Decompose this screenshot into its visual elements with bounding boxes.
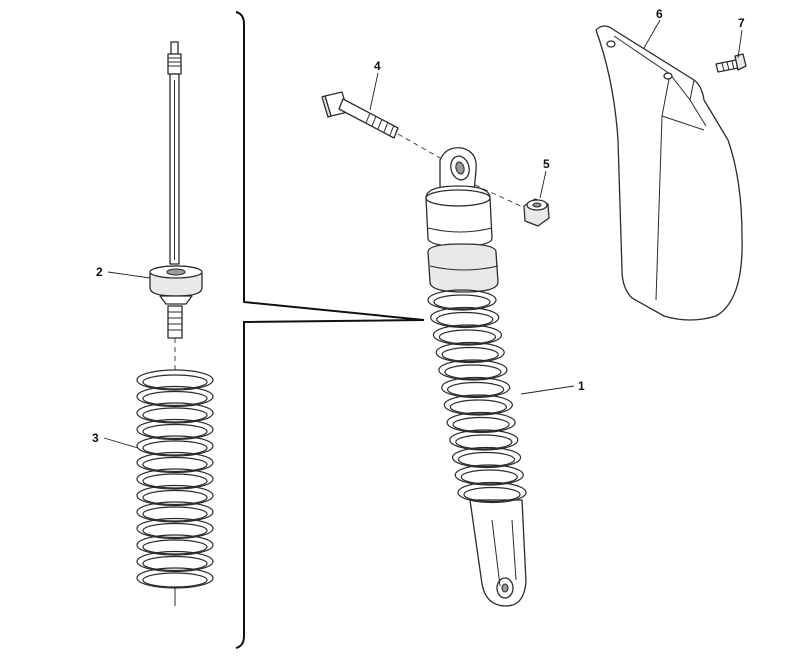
spring3-turn bbox=[136, 369, 214, 391]
part-2-rebound-bush bbox=[149, 265, 203, 305]
spring1-turn-inner bbox=[444, 364, 502, 380]
callout-2: 2 bbox=[96, 265, 103, 279]
spring3-turn bbox=[136, 534, 214, 556]
spring3-turn bbox=[136, 517, 214, 540]
spring1-turn bbox=[435, 341, 505, 364]
spring1-turn bbox=[441, 376, 511, 399]
spring1-turn-inner bbox=[441, 346, 499, 363]
spring3-turn bbox=[136, 468, 214, 490]
spring3-turn-inner bbox=[142, 456, 208, 473]
spring1-turn bbox=[438, 359, 508, 381]
spring1-turn bbox=[457, 481, 527, 504]
spring3-turn-inner bbox=[142, 440, 208, 456]
spring1-turn-inner bbox=[447, 381, 505, 398]
spring1-turn bbox=[427, 289, 497, 311]
part-7-screw bbox=[715, 53, 747, 73]
spring1-turn-inner bbox=[438, 329, 497, 345]
spring3-turn bbox=[136, 418, 214, 441]
callout-6: 6 bbox=[656, 7, 663, 21]
part-4-bolt bbox=[321, 91, 441, 159]
spring3-turn-inner bbox=[142, 572, 208, 588]
leader-lines bbox=[103, 19, 743, 449]
spring3-turn-inner bbox=[142, 473, 208, 489]
spring1-turn-inner bbox=[457, 451, 516, 468]
spring1-turn bbox=[449, 429, 519, 451]
part-3-coil-spring bbox=[136, 369, 214, 589]
shock-rod bbox=[167, 41, 182, 265]
spring3-turn-inner bbox=[142, 522, 208, 539]
part-1-shock-absorber bbox=[425, 147, 527, 607]
callout-3: 3 bbox=[92, 431, 99, 445]
callout-7: 7 bbox=[738, 16, 745, 30]
spring3-turn bbox=[136, 484, 214, 507]
spring3-turn bbox=[136, 435, 214, 457]
spring3-turn-inner bbox=[142, 374, 208, 390]
rod-thread-stub bbox=[167, 305, 183, 370]
spring3-turn-inner bbox=[142, 539, 208, 555]
callout-5: 5 bbox=[543, 157, 550, 171]
detail-bracket bbox=[235, 11, 425, 649]
spring3-turn bbox=[136, 402, 214, 424]
shock-coil-spring bbox=[427, 289, 527, 504]
spring1-turn-inner bbox=[433, 294, 491, 310]
spring1-turn bbox=[430, 306, 500, 329]
spring3-turn bbox=[136, 550, 214, 573]
spring1-turn-inner bbox=[455, 434, 513, 450]
spring1-turn bbox=[451, 446, 522, 469]
spring1-turn bbox=[432, 324, 503, 346]
callout-4: 4 bbox=[374, 59, 381, 73]
part-6-mud-guard bbox=[595, 25, 743, 321]
callout-1: 1 bbox=[578, 379, 585, 393]
spring1-turn-inner bbox=[449, 399, 507, 415]
spring1-turn-inner bbox=[452, 416, 510, 433]
spring1-turn-inner bbox=[436, 311, 494, 328]
part-5-nut bbox=[474, 184, 550, 227]
spring1-turn bbox=[443, 394, 513, 416]
spring3-turn-inner bbox=[142, 390, 208, 407]
spring3-turn-inner bbox=[142, 407, 208, 423]
spring1-turn bbox=[454, 464, 524, 486]
spring1-turn-inner bbox=[463, 486, 521, 503]
spring3-turn-inner bbox=[142, 423, 208, 440]
spring3-turn-inner bbox=[142, 555, 208, 572]
spring3-turn bbox=[136, 501, 214, 523]
spring3-turn bbox=[136, 385, 214, 408]
spring1-turn bbox=[446, 411, 516, 434]
spring3-turn-inner bbox=[142, 506, 208, 522]
spring3-turn bbox=[136, 451, 214, 474]
spring1-turn-inner bbox=[460, 469, 518, 485]
spring3-turn-inner bbox=[142, 489, 208, 506]
